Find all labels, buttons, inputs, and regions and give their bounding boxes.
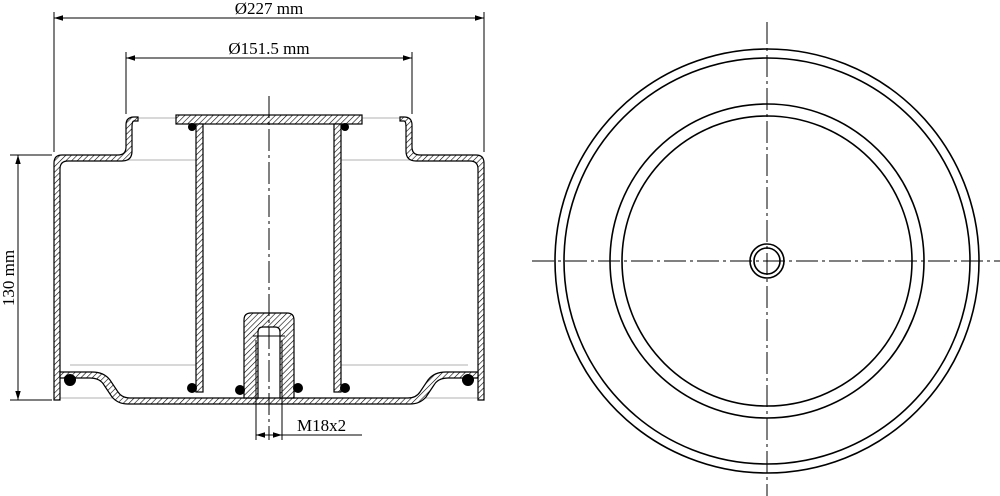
outer-diameter-label: Ø227 mm xyxy=(235,0,303,18)
top-view xyxy=(532,22,1000,496)
outer-shell-wall xyxy=(53,116,139,401)
height-label: 130 mm xyxy=(0,250,18,306)
piston-base xyxy=(59,371,479,405)
weld-beads xyxy=(64,123,474,395)
outer-diameter-dimension: Ø227 mm xyxy=(53,0,485,152)
inner-diameter-dimension: Ø151.5 mm xyxy=(125,39,413,114)
inner-tube-left-wall xyxy=(195,123,204,393)
inner-tube-right-wall xyxy=(333,123,342,393)
inner-diameter-label: Ø151.5 mm xyxy=(228,39,309,58)
thread-label: M18x2 xyxy=(297,416,346,435)
thread-dimension: M18x2 xyxy=(255,404,362,440)
section-view: Ø227 mm Ø151.5 mm 130 mm M18x2 xyxy=(0,0,485,440)
height-dimension: 130 mm xyxy=(0,154,52,401)
outer-shell-wall-right xyxy=(399,116,485,401)
